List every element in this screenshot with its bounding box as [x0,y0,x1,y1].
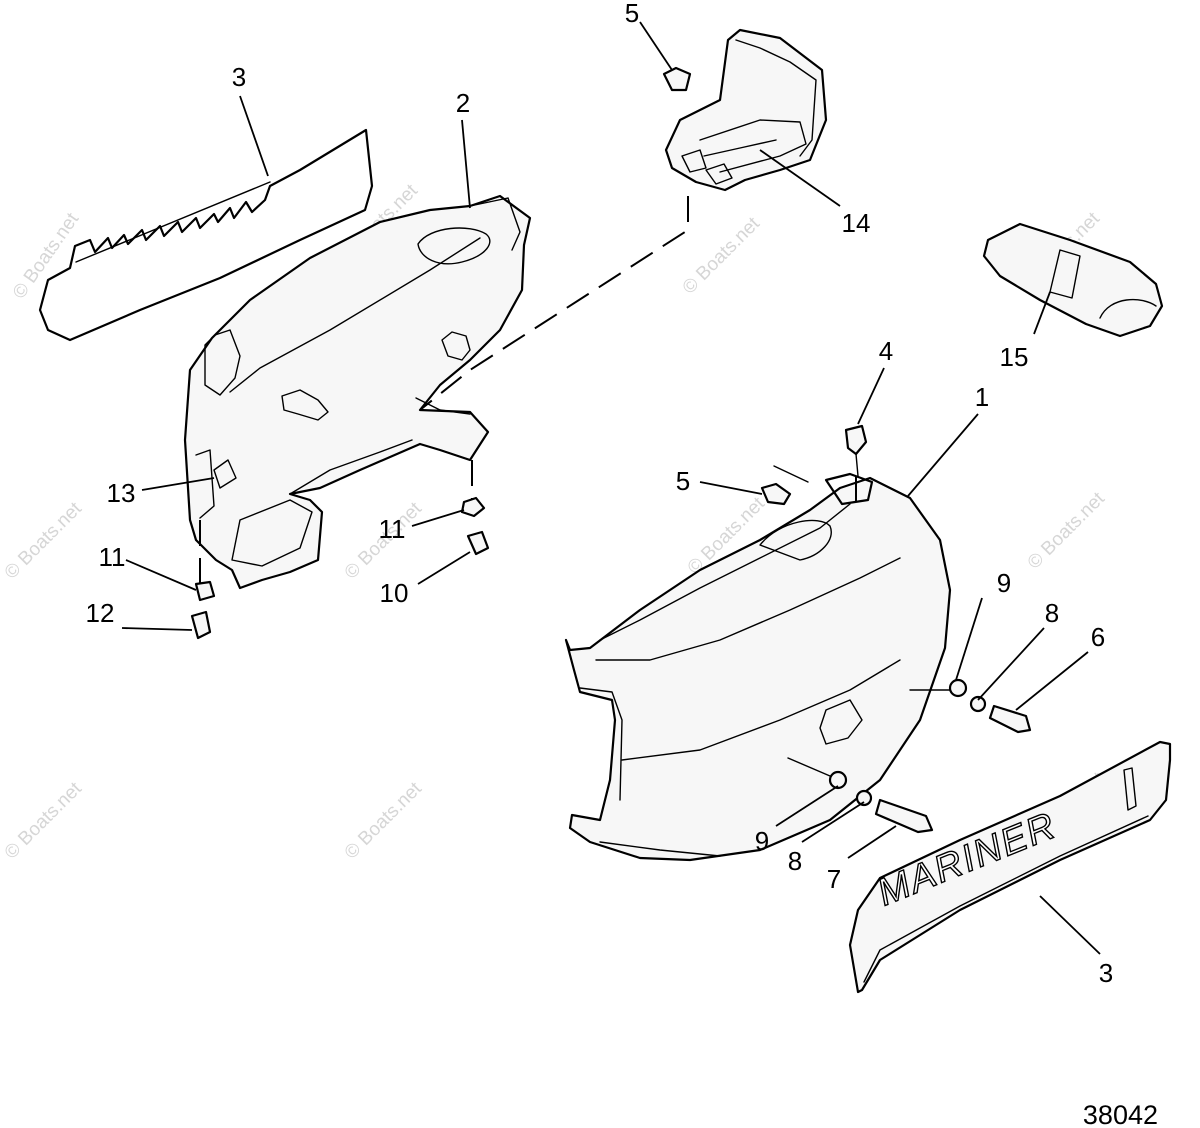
hardware-right [787,678,1032,834]
watermark: © Boats.net [679,213,765,299]
callout-15: 15 [1000,342,1029,372]
callout-5-mid: 5 [676,466,690,496]
hardware-left [190,496,490,640]
leader-lines [121,21,1101,955]
callout-13: 13 [107,478,136,508]
callout-7: 7 [827,864,841,894]
clip-mid [760,465,809,506]
mounting-bracket [664,28,828,192]
seal-strip-top [38,128,374,342]
watermark: © Boats.net [1024,488,1110,574]
callout-14: 14 [842,208,871,238]
clip-top [662,66,692,92]
callout-10: 10 [380,578,409,608]
watermarks: © Boats.net © Boats.net © Boats.net © Bo… [1,180,1110,864]
callout-4: 4 [879,336,893,366]
callout-9-right: 9 [997,568,1011,598]
dashed-guides [199,196,857,590]
callout-11-left: 11 [99,542,126,572]
callout-5-top: 5 [625,0,639,28]
cowl-half-left [183,194,532,590]
callout-3-bottom: 3 [1099,958,1113,988]
callouts: 3 2 5 14 15 4 1 5 13 11 12 11 10 9 8 6 9… [86,0,1114,988]
screw-4 [844,424,868,477]
watermark: © Boats.net [1,778,87,864]
callout-12: 12 [86,598,115,628]
callout-3-top: 3 [232,62,246,92]
callout-11-mid: 11 [379,514,406,544]
callout-9-low: 9 [755,826,769,856]
callout-8-low: 8 [788,846,802,876]
callout-8-right: 8 [1045,598,1059,628]
figure-number: 38042 [1083,1100,1158,1128]
callout-1: 1 [975,382,989,412]
cowl-half-right [564,472,952,862]
watermark: © Boats.net [341,778,427,864]
bag [982,222,1164,338]
callout-6: 6 [1091,622,1105,652]
callout-2: 2 [456,88,470,118]
watermark: © Boats.net [1,498,87,584]
mariner-decal: MARINER [848,740,1172,994]
